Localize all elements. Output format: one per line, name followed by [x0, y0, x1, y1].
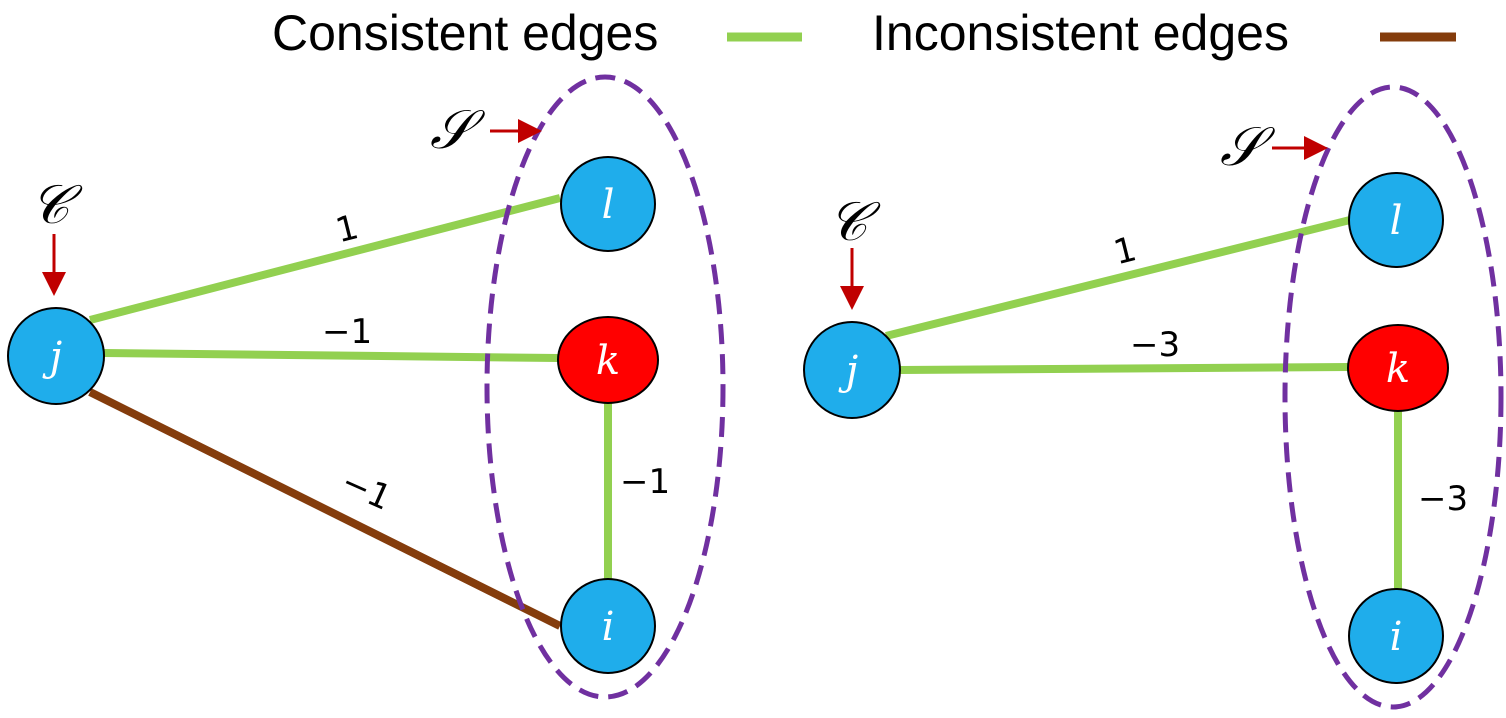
right-edge-j-k	[899, 363, 1351, 374]
left-node-i-label: i	[602, 604, 615, 650]
right-graph: 𝒮 𝒞 1 −3 −3 j l k i	[803, 84, 1504, 710]
right-node-l: l	[1348, 172, 1444, 268]
right-node-k-label: k	[1386, 346, 1410, 392]
right-set-ellipse	[1282, 84, 1504, 710]
left-edge-j-k	[103, 349, 559, 362]
right-context-label: 𝒞	[828, 190, 881, 253]
left-set-ellipse	[484, 74, 726, 700]
right-weight-j-l: 1	[1110, 229, 1141, 273]
legend: Consistent edges Inconsistent edges	[272, 5, 1456, 61]
left-node-k: k	[557, 316, 659, 404]
right-node-k: k	[1347, 324, 1449, 412]
left-weight-j-i: −1	[335, 462, 397, 519]
left-weight-k-i: −1	[620, 462, 670, 502]
right-edge-j-l	[885, 216, 1351, 340]
left-graph: 𝒮 𝒞 1 −1 −1 −1 j l k i	[7, 74, 726, 700]
right-weight-k-i: −3	[1418, 479, 1468, 519]
right-node-i-label: i	[1390, 614, 1403, 660]
left-context-label: 𝒞	[30, 173, 83, 236]
right-node-l-label: l	[1390, 198, 1403, 244]
legend-inconsistent-label: Inconsistent edges	[872, 5, 1289, 61]
left-edge-j-i	[88, 388, 562, 630]
right-set-label: 𝒮	[1220, 115, 1276, 178]
left-node-i: i	[560, 578, 656, 674]
right-weight-j-k: −3	[1130, 325, 1180, 365]
left-node-j: j	[7, 307, 105, 405]
left-node-k-label: k	[596, 338, 620, 384]
left-weight-j-k: −1	[322, 312, 372, 352]
left-weight-j-l: 1	[332, 207, 363, 251]
left-node-l-label: l	[602, 182, 615, 228]
legend-consistent-label: Consistent edges	[272, 5, 658, 61]
left-edge-j-l	[88, 194, 562, 324]
right-node-j: j	[803, 321, 901, 419]
left-node-l: l	[560, 156, 656, 252]
right-node-i: i	[1348, 588, 1444, 684]
left-set-label: 𝒮	[430, 98, 486, 161]
